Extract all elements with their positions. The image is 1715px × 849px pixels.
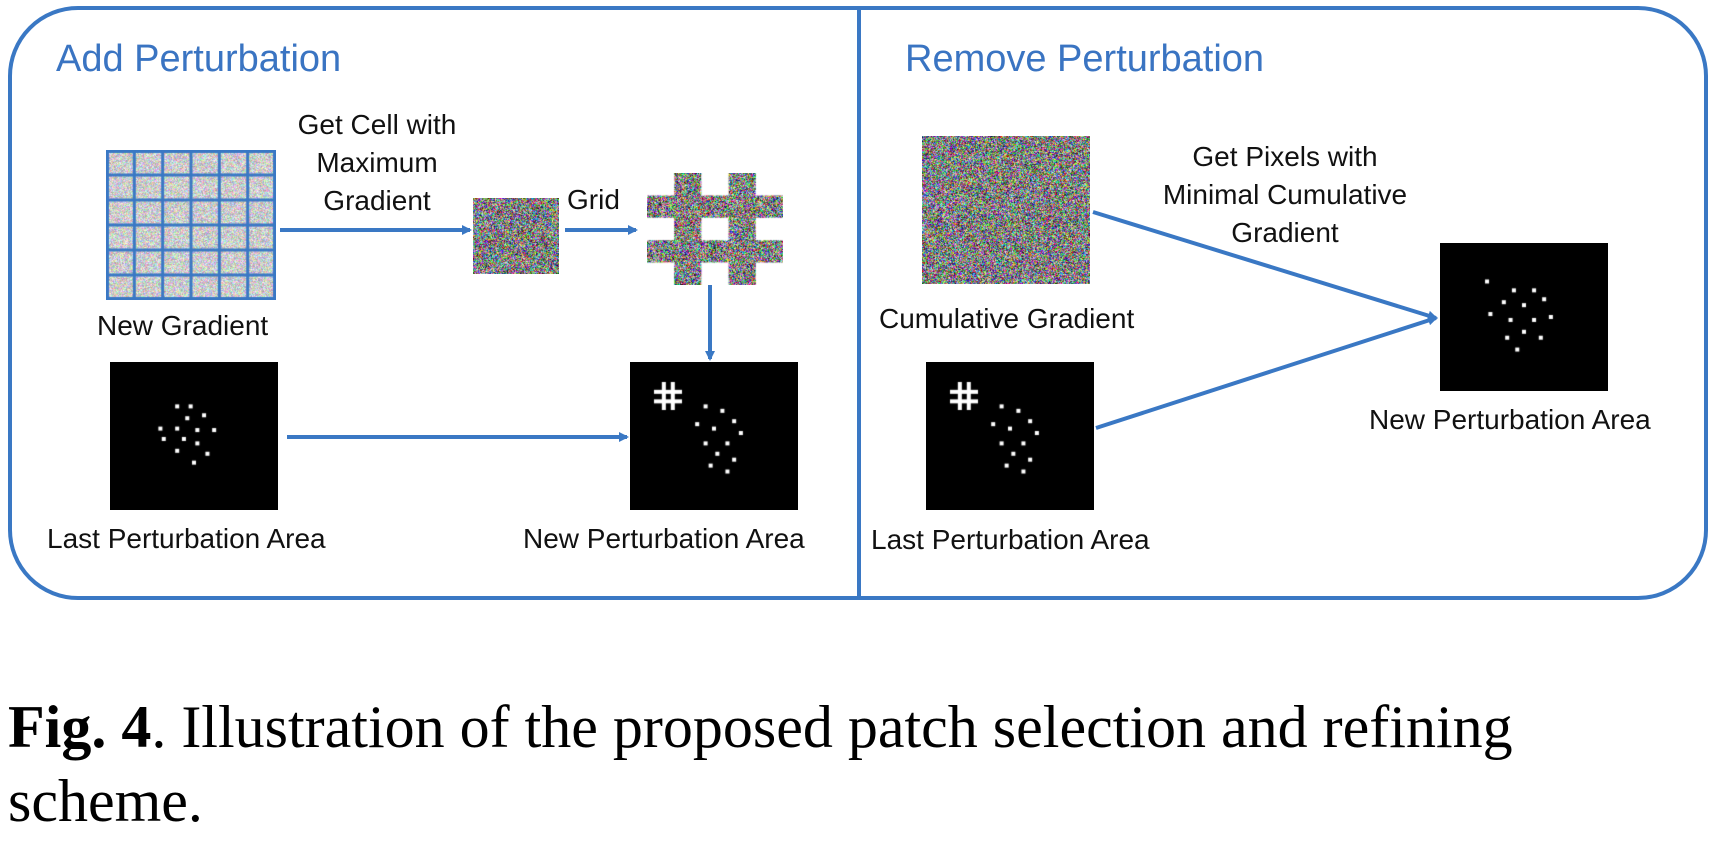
remove-new-area-image bbox=[1440, 243, 1608, 391]
last-area-image bbox=[110, 362, 278, 510]
hash-patch-image bbox=[647, 173, 783, 285]
remove-perturbation-title: Remove Perturbation bbox=[905, 38, 1265, 80]
figure-number: Fig. 4 bbox=[8, 694, 152, 760]
get-cell-line-1: Get Cell with bbox=[297, 109, 457, 140]
grid-label: Grid bbox=[567, 184, 620, 215]
get-cell-label: Get Cell with Maximum Gradient bbox=[272, 106, 482, 220]
figure-caption: Fig. 4. Illustration of the proposed pat… bbox=[8, 690, 1698, 838]
cumulative-gradient-image bbox=[922, 136, 1090, 284]
remove-new-area-label: New Perturbation Area bbox=[1369, 404, 1651, 435]
get-cell-line-3: Gradient bbox=[323, 185, 431, 216]
get-pixels-line-3: Gradient bbox=[1231, 217, 1339, 248]
new-gradient-label: New Gradient bbox=[97, 310, 269, 341]
remove-last-area-label: Last Perturbation Area bbox=[871, 524, 1150, 555]
get-pixels-label: Get Pixels with Minimal Cumulative Gradi… bbox=[1130, 138, 1440, 252]
new-area-label: New Perturbation Area bbox=[523, 523, 805, 554]
new-gradient-image bbox=[106, 150, 276, 300]
cumulative-gradient-label: Cumulative Gradient bbox=[879, 303, 1135, 334]
add-perturbation-title: Add Perturbation bbox=[56, 38, 342, 80]
get-cell-line-2: Maximum bbox=[316, 147, 438, 178]
last-area-label: Last Perturbation Area bbox=[47, 523, 326, 554]
remove-last-area-image bbox=[926, 362, 1094, 510]
caption-text: . Illustration of the proposed patch sel… bbox=[8, 694, 1513, 834]
get-pixels-line-2: Minimal Cumulative bbox=[1162, 179, 1408, 210]
section-divider bbox=[857, 8, 861, 600]
new-area-image bbox=[630, 362, 798, 510]
get-pixels-line-1: Get Pixels with bbox=[1192, 141, 1378, 172]
max-cell-image bbox=[473, 198, 559, 274]
